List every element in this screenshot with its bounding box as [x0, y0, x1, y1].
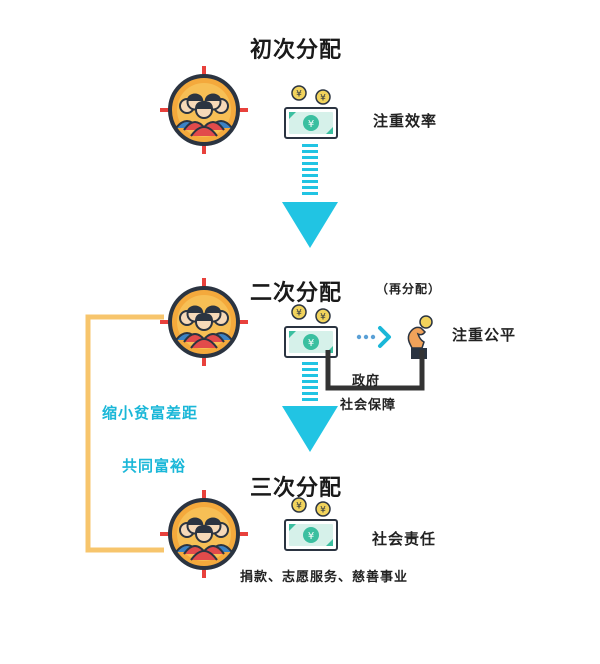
stage1-note: 注重效率 [373, 112, 438, 130]
social-security-label: 社会保障 [340, 398, 397, 413]
down-arrow-icon [282, 362, 338, 452]
stage2-title: 二次分配 [250, 280, 343, 306]
stage2-subtitle: （再分配） [376, 282, 442, 296]
stage3-note: 社会责任 [372, 530, 437, 548]
stage1-title: 初次分配 [250, 37, 343, 63]
money-bill-icon [284, 497, 338, 551]
crowd-target-icon [158, 488, 250, 580]
government-label: 政府 [352, 374, 381, 389]
stage3-actions: 捐款、志愿服务、慈善事业 [240, 570, 409, 585]
government-connector [325, 350, 425, 391]
side-text-1: 缩小贫富差距 [102, 404, 199, 422]
hand-coin-icon [407, 315, 433, 359]
stage2-note: 注重公平 [452, 326, 517, 344]
side-text-2: 共同富裕 [122, 457, 187, 475]
down-arrow-icon [282, 144, 338, 248]
dotted-arrow-icon [356, 326, 391, 348]
money-bill-icon [284, 85, 338, 139]
left-bracket [85, 314, 164, 553]
crowd-target-icon [158, 64, 250, 156]
stage3-title: 三次分配 [250, 475, 343, 501]
crowd-target-icon [158, 276, 250, 368]
